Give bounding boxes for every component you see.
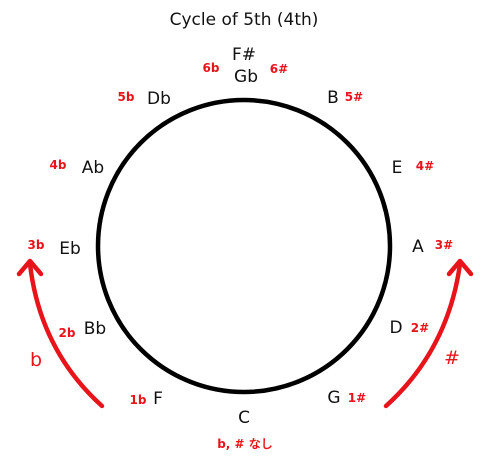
sharp-arrow-head-icon — [446, 258, 474, 277]
acc-label-ab: 4b — [50, 158, 67, 172]
key-label-g: G — [327, 388, 340, 408]
acc-label-d: 2# — [411, 321, 429, 335]
key-label-b: B — [327, 88, 339, 108]
acc-label-e: 4# — [416, 159, 434, 173]
acc-label-6s: 6# — [270, 62, 288, 76]
acc-label-a: 3# — [435, 238, 453, 252]
acc-label-6b: 6b — [203, 61, 220, 75]
acc-label-bb: 2b — [59, 326, 76, 340]
sharp-direction-label: # — [444, 347, 460, 369]
key-label-ab: Ab — [82, 158, 104, 178]
flat-direction-label: b — [30, 349, 42, 371]
acc-label-g: 1# — [348, 391, 366, 405]
key-label-d: D — [389, 318, 402, 338]
key-label-a: A — [412, 237, 424, 257]
acc-label-db: 5b — [118, 90, 135, 104]
flat-direction-arrow — [27, 261, 105, 409]
sharp-direction-arrow — [383, 261, 463, 409]
key-label-db: Db — [147, 89, 171, 109]
cycle-circle — [95, 97, 393, 395]
acc-label-b: 5# — [345, 90, 363, 104]
key-label-fs: F# — [232, 45, 256, 65]
acc-label-eb: 3b — [28, 238, 45, 252]
key-label-c: C — [238, 408, 250, 428]
acc-label-c: b, # なし — [217, 437, 273, 451]
key-label-f: F — [153, 389, 163, 409]
acc-label-f: 1b — [130, 393, 147, 407]
key-label-gb: Gb — [234, 67, 258, 87]
diagram-title: Cycle of 5th (4th) — [170, 10, 319, 30]
key-label-bb: Bb — [84, 319, 106, 339]
flat-arrow-head-icon — [16, 258, 44, 277]
key-label-e: E — [392, 158, 403, 178]
key-label-eb: Eb — [59, 239, 81, 259]
